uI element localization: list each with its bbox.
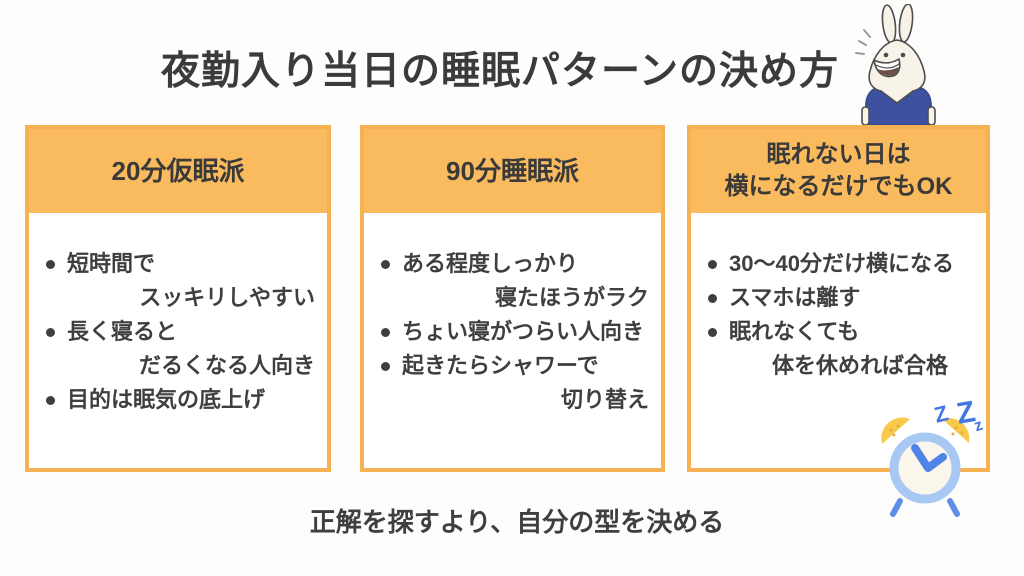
rabbit-character-illustration [855, 4, 936, 125]
bullet-item: ある程度しっかり 寝たほうがラク [378, 247, 649, 315]
bullet-item: ちょい寝がつらい人向き [378, 315, 649, 349]
bullet-text: 起きたらシャワーで [402, 353, 599, 378]
rabbit-left-ear [881, 4, 897, 44]
bullet-item: 目的は眠気の底上げ [43, 383, 315, 417]
zzz-small: z [972, 417, 985, 436]
card-cant-sleep-bullets: 30〜40分だけ横になる スマホは離す 眠れなくても 体を休めれば合格 [691, 213, 986, 383]
clock-hands [911, 444, 947, 472]
card-20min-nap: 20分仮眠派 短時間で スッキリしやすい 長く寝ると だるくなる人向き 目的は眠… [25, 125, 331, 472]
bullet-text: 目的は眠気の底上げ [67, 387, 266, 412]
bullet-text-continuation: スッキリしやすい [139, 285, 315, 310]
rabbit-mouth-opening [877, 67, 899, 76]
bullet-item: 30〜40分だけ横になる [705, 247, 974, 281]
bullet-item: 長く寝ると だるくなる人向き [43, 315, 315, 383]
card-90min-sleep-title: 90分睡眠派 [364, 129, 661, 213]
tagline: 正解を探すより、自分の型を決める [309, 507, 725, 537]
bullet-item: 短時間で スッキリしやすい [43, 247, 315, 315]
sparkle-icon [855, 29, 871, 55]
bullet-text: ある程度しっかり [402, 251, 579, 276]
rabbit-left-arm [861, 106, 870, 125]
bullet-item: 起きたらシャワーで 切り替え [378, 349, 649, 417]
bullet-text-continuation: だるくなる人向き [138, 353, 315, 378]
card-cant-sleep-title: 眠れない日は 横になるだけでもOK [691, 129, 986, 213]
clock-right-bell [942, 418, 970, 443]
sleeping-alarm-clock-illustration: Z Z z [881, 395, 985, 517]
bullet-text: 眠れなくても [729, 319, 860, 344]
bullet-text: 30〜40分だけ横になる [729, 251, 954, 276]
rabbit-right-arm [927, 106, 936, 125]
zzz-medium: Z [932, 400, 951, 428]
bullet-text: ちょい寝がつらい人向き [402, 319, 645, 344]
rabbit-left-eye [883, 52, 889, 58]
clock-left-foot [890, 498, 903, 517]
bullet-text-continuation: 寝たほうがラク [494, 285, 649, 310]
rabbit-right-ear [898, 4, 914, 43]
rabbit-right-eye [900, 52, 906, 58]
bullet-text: 短時間で [67, 251, 156, 276]
card-20min-nap-title: 20分仮眠派 [29, 129, 327, 213]
card-90min-sleep-bullets: ある程度しっかり 寝たほうがラク ちょい寝がつらい人向き 起きたらシャワーで 切… [364, 213, 661, 417]
bullet-text-continuation: 切り替え [560, 387, 649, 412]
card-cant-sleep: 眠れない日は 横になるだけでもOK 30〜40分だけ横になる スマホは離す 眠れ… [687, 125, 990, 472]
clock-left-bell [881, 417, 910, 444]
bullet-text: 長く寝ると [67, 319, 178, 344]
bullet-text-continuation: 体を休めれば合格 [771, 353, 948, 378]
page-title: 夜勤入り当日の睡眠パターンの決め方 [160, 50, 840, 93]
bullet-item: スマホは離す [705, 281, 974, 315]
card-title-line: 90分睡眠派 [446, 155, 579, 186]
zzz-large: Z [954, 395, 978, 431]
bullet-text: スマホは離す [729, 285, 861, 310]
rabbit-teeth-line [875, 63, 900, 69]
card-title-line: 横になるだけでもOK [724, 173, 953, 200]
bullet-item: 眠れなくても 体を休めれば合格 [705, 315, 974, 383]
card-title-line: 20分仮眠派 [111, 155, 245, 186]
clock-right-foot [947, 498, 960, 517]
card-20min-nap-bullets: 短時間で スッキリしやすい 長く寝ると だるくなる人向き 目的は眠気の底上げ [29, 213, 327, 417]
card-90min-sleep: 90分睡眠派 ある程度しっかり 寝たほうがラク ちょい寝がつらい人向き 起きたら… [360, 125, 665, 472]
card-title-line: 眠れない日は [766, 141, 911, 169]
